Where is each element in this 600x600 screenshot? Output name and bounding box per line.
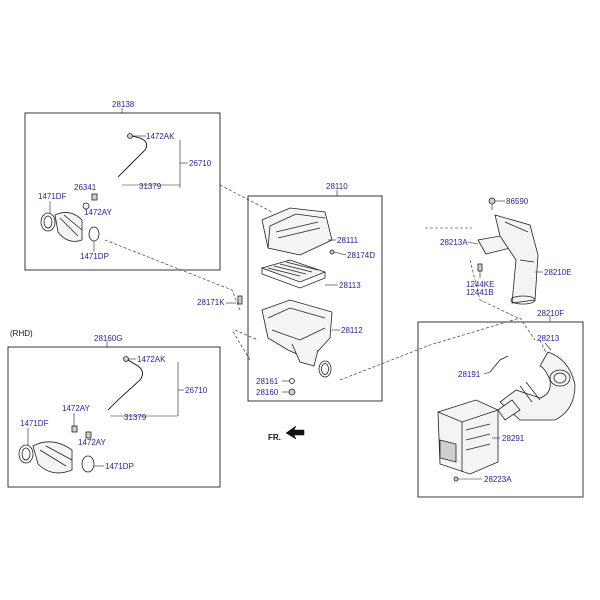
label-28161: 28161 xyxy=(256,377,279,386)
front-label: FR. xyxy=(268,433,281,442)
air-cleaner-assembly: 28110 28111 28174D 28113 28171K 28112 28 xyxy=(197,182,375,397)
label-28213: 28213 xyxy=(537,334,560,343)
label-26710-top: 26710 xyxy=(189,159,212,168)
rhd-hose-assembly-frame xyxy=(7,346,221,488)
label-1471df-rhd: 1471DF xyxy=(20,419,49,428)
front-direction-marker: FR. xyxy=(268,425,305,442)
label-26341: 26341 xyxy=(74,183,97,192)
intake-hose-assembly: 28210F 28213 28191 28291 28223A xyxy=(437,309,576,484)
label-28210e: 28210E xyxy=(544,268,572,277)
label-1472ay-top: 1472AY xyxy=(84,208,113,217)
label-28111: 28111 xyxy=(337,236,359,245)
rhd-breather-hose xyxy=(107,359,143,411)
label-28112: 28112 xyxy=(341,326,363,335)
cleaner-cover xyxy=(261,207,333,256)
label-1472ay-rhd-2: 1472AY xyxy=(78,438,107,447)
small-hose xyxy=(489,355,509,373)
label-1471df-top: 1471DF xyxy=(38,192,67,201)
label-28110: 28110 xyxy=(326,182,348,191)
label-28174d: 28174D xyxy=(347,251,375,260)
intake-hose-frame xyxy=(417,321,584,498)
label-28191: 28191 xyxy=(458,370,481,379)
label-1472ak-top: 1472AK xyxy=(146,132,175,141)
label-28171k: 28171K xyxy=(197,298,225,307)
rhd-tag: (RHD) xyxy=(10,329,33,338)
intake-duct xyxy=(494,214,539,304)
top-hose-assembly: 28138 1472AK 26710 31379 26341 1472AY 14… xyxy=(38,100,212,261)
rhd-hose-assembly: (RHD) 28160G 1472AK 26710 31379 1472AY 1… xyxy=(10,329,208,474)
breather-hose xyxy=(117,135,148,178)
top-hose-assembly-frame xyxy=(24,112,221,271)
front-arrow-icon xyxy=(285,425,305,440)
label-1471dp-rhd: 1471DP xyxy=(105,462,134,471)
bolt-86590-icon xyxy=(488,197,496,205)
label-1244ke: 1244KE xyxy=(466,280,494,289)
label-31379-top: 31379 xyxy=(139,182,162,191)
label-26710-rhd: 26710 xyxy=(185,386,208,395)
air-cleaner-frame xyxy=(247,195,383,402)
label-28291: 28291 xyxy=(502,434,525,443)
label-1472ak-rhd: 1472AK xyxy=(137,355,166,364)
label-1472ay-rhd-1: 1472AY xyxy=(62,404,91,413)
label-28138: 28138 xyxy=(112,100,135,109)
label-28160g: 28160G xyxy=(94,334,122,343)
label-31379-rhd: 31379 xyxy=(124,413,147,422)
bent-intake-hose xyxy=(499,351,576,421)
label-28223a: 28223A xyxy=(484,475,512,484)
label-28210f: 28210F xyxy=(537,309,564,318)
label-28213a: 28213A xyxy=(440,238,468,247)
label-28160: 28160 xyxy=(256,388,279,397)
label-86590: 86590 xyxy=(506,197,529,206)
label-12441b: 12441B xyxy=(466,288,494,297)
resonator-box xyxy=(437,399,499,475)
label-1471dp-top: 1471DP xyxy=(80,252,109,261)
label-28113: 28113 xyxy=(339,281,361,290)
inlet-duct-group: 86590 28213A 28210E 1244KE 12441B xyxy=(440,197,572,305)
